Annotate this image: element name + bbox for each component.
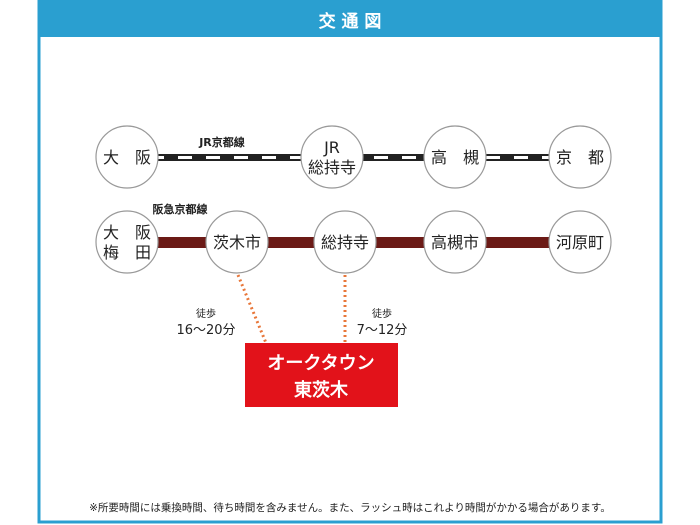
station-name: 総持寺	[308, 158, 356, 177]
walk-time: 7〜12分	[357, 323, 408, 338]
station: 大 阪梅 田	[95, 210, 159, 274]
destination-area: 東茨木	[294, 379, 349, 401]
station-circle	[95, 125, 159, 189]
page-title: 交 通 図	[319, 11, 382, 32]
station-name: JR	[323, 138, 340, 157]
station-circle	[423, 125, 487, 189]
station-circle	[548, 210, 612, 274]
station-name: 梅 田	[103, 243, 151, 262]
station: 高 槻	[423, 125, 487, 189]
footnote: ※所要時間には乗換時間、待ち時間を含みません。また、ラッシュ時はこれより時間がか…	[89, 501, 611, 514]
jr-line-label: JR京都線	[198, 135, 245, 149]
station-circle	[205, 210, 269, 274]
walk-label: 徒歩	[196, 307, 216, 320]
station-name: 高 槻	[431, 148, 479, 167]
destination-name: オークタウン	[267, 353, 374, 374]
station: 京 都	[548, 125, 612, 189]
hankyu-line	[150, 237, 610, 248]
destination-box	[245, 343, 398, 407]
station-name: 大 阪	[103, 223, 151, 242]
station-name: 総持寺	[321, 233, 369, 252]
hankyu-line-label: 阪急京都線	[153, 202, 208, 216]
station-name: 高槻市	[431, 233, 479, 252]
station: 高槻市	[423, 210, 487, 274]
station-circle	[300, 125, 364, 189]
walk-path-ibarakishi	[236, 274, 268, 344]
station: 大 阪	[95, 125, 159, 189]
station-circle	[313, 210, 377, 274]
header-bar	[39, 1, 661, 37]
station-circle	[423, 210, 487, 274]
station-circle	[95, 210, 159, 274]
station: 茨木市	[205, 210, 269, 274]
walk-time: 16〜20分	[176, 323, 235, 338]
station-circle	[548, 125, 612, 189]
station-name: 河原町	[556, 233, 604, 252]
station: 総持寺	[313, 210, 377, 274]
station: 河原町	[548, 210, 612, 274]
station-name: 京 都	[556, 148, 604, 167]
walk-label: 徒歩	[372, 307, 392, 320]
station-name: 大 阪	[103, 148, 151, 167]
station-name: 茨木市	[213, 233, 261, 252]
jr-line	[150, 154, 610, 161]
